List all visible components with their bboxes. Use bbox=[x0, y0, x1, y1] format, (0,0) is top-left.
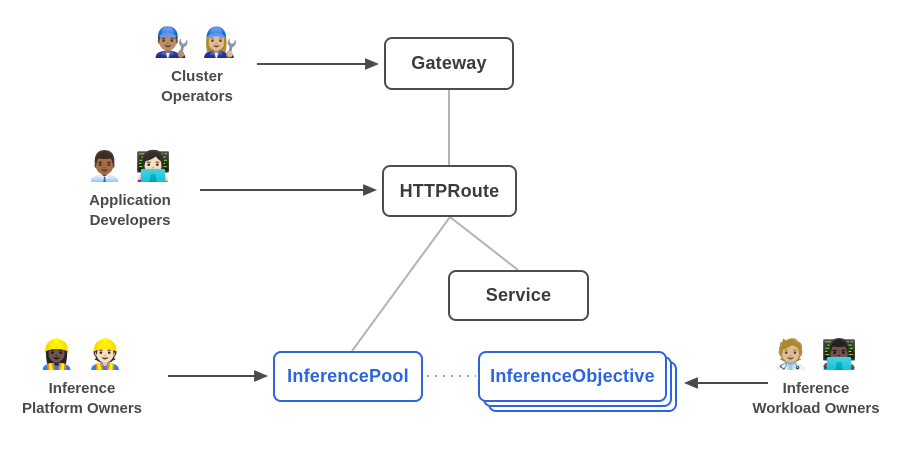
actor-inference-workload-owners: 🧑🏼‍⚕️ 👨🏿‍💻 Inference Workload Owners bbox=[741, 336, 891, 420]
mechanics-emoji-icon: 👨🏽‍🔧 👩🏼‍🔧 bbox=[153, 27, 241, 59]
actor-cluster-operators: 👨🏽‍🔧 👩🏼‍🔧 Cluster Operators bbox=[122, 24, 272, 108]
actor-label-line: Inference bbox=[48, 380, 116, 397]
actor-label-line: Platform Owners bbox=[21, 400, 143, 418]
node-httproute: HTTPRoute bbox=[382, 165, 517, 217]
actor-label-line: Operators bbox=[161, 88, 233, 106]
node-inference-objective: InferenceObjective bbox=[478, 351, 667, 402]
actor-label-line: Workload Owners bbox=[752, 400, 880, 418]
edge-httproute-inferencepool bbox=[351, 216, 451, 352]
office-worker-technologist-emoji-icon: 👨🏾‍💼 👩🏻‍💻 bbox=[86, 151, 174, 183]
actor-cluster-operators-label: Cluster Operators bbox=[122, 67, 272, 108]
actor-label-line: Cluster bbox=[171, 68, 223, 85]
health-worker-technologist-emoji-icon: 🧑🏼‍⚕️ 👨🏿‍💻 bbox=[772, 339, 860, 371]
node-inference-pool: InferencePool bbox=[273, 351, 423, 402]
actor-label-line: Developers bbox=[89, 212, 171, 230]
actor-application-developers: 👨🏾‍💼 👩🏻‍💻 Application Developers bbox=[55, 148, 205, 232]
actor-inference-platform-owners-label: Inference Platform Owners bbox=[7, 379, 157, 420]
actor-label-line: Inference bbox=[782, 380, 850, 397]
node-service: Service bbox=[448, 270, 589, 321]
node-gateway: Gateway bbox=[384, 37, 514, 90]
actor-application-developers-label: Application Developers bbox=[55, 191, 205, 232]
construction-workers-emoji-icon: 👷🏿‍♀️ 👷🏻 bbox=[38, 339, 126, 371]
edge-httproute-service bbox=[449, 216, 519, 271]
actor-inference-workload-owners-label: Inference Workload Owners bbox=[741, 379, 891, 420]
actor-inference-platform-owners: 👷🏿‍♀️ 👷🏻 Inference Platform Owners bbox=[7, 336, 157, 420]
actor-label-line: Application bbox=[89, 192, 171, 209]
